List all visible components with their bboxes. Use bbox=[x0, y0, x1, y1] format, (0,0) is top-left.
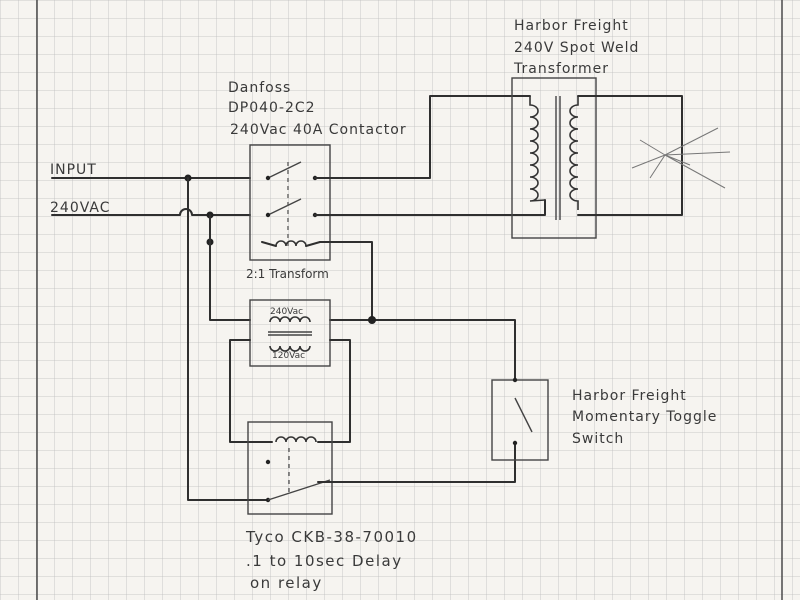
secondary-voltage-label: 120Vac bbox=[272, 351, 305, 361]
contactor-label-line2: DP040-2C2 bbox=[228, 100, 316, 116]
spot-weld-transformer bbox=[511, 77, 683, 239]
switch-label-line1: Harbor Freight bbox=[572, 388, 687, 404]
relay-label-line3: on relay bbox=[250, 574, 323, 592]
input-line-2 bbox=[51, 208, 251, 216]
junction-dot bbox=[368, 316, 376, 324]
timing-relay bbox=[247, 421, 333, 515]
transformer-label-line3: Transformer bbox=[513, 61, 609, 77]
switch-label-line3: Switch bbox=[572, 431, 624, 447]
contactor-label-line1: Danfoss bbox=[228, 80, 291, 96]
secondary-wire-left bbox=[229, 339, 273, 443]
coil-return-wire bbox=[319, 241, 373, 321]
output-wire-2 bbox=[314, 199, 546, 216]
switch-feed-wire bbox=[329, 319, 516, 381]
control-wire-mid bbox=[209, 214, 251, 321]
primary-voltage-label: 240Vac bbox=[270, 307, 303, 317]
output-wire-1 bbox=[314, 95, 531, 179]
secondary-wire-right bbox=[317, 339, 351, 443]
step-down-label: 2:1 Transform bbox=[246, 267, 329, 281]
input-label-line2: 240VAC bbox=[50, 200, 111, 216]
switch-label-line2: Momentary Toggle bbox=[572, 409, 717, 425]
transformer-label-line1: Harbor Freight bbox=[514, 18, 629, 34]
relay-to-switch-wire bbox=[317, 444, 516, 483]
contactor-label-line3: 240Vac 40A Contactor bbox=[230, 122, 407, 138]
input-label-line1: INPUT bbox=[50, 162, 97, 178]
control-wire-left bbox=[187, 177, 269, 501]
transformer-label-line2: 240V Spot Weld bbox=[514, 40, 639, 56]
momentary-toggle-switch bbox=[491, 377, 549, 461]
relay-label-line1: Tyco CKB-38-70010 bbox=[245, 528, 418, 546]
relay-label-line2: .1 to 10sec Delay bbox=[246, 552, 403, 570]
spark-icon bbox=[631, 127, 731, 189]
step-down-transformer bbox=[249, 299, 331, 367]
